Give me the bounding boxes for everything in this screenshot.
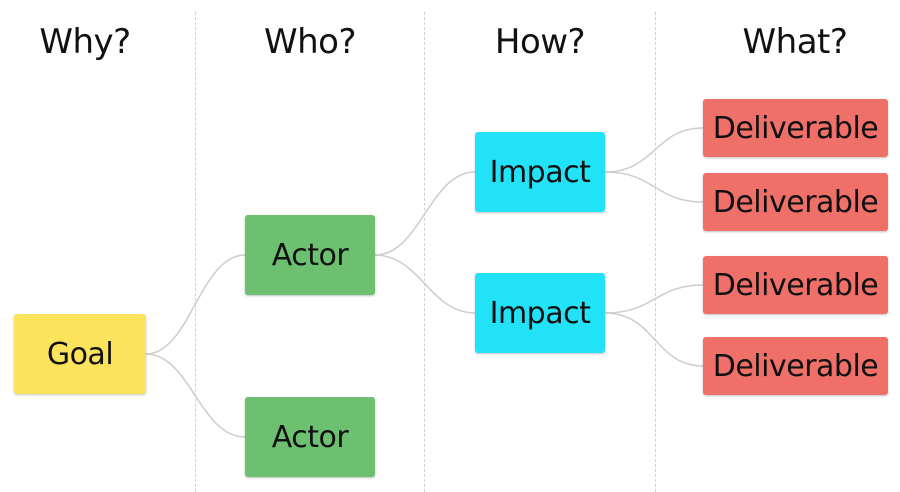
deliverable-node[interactable]: Deliverable	[703, 337, 888, 395]
actor-node[interactable]: Actor	[245, 215, 375, 295]
connector-impact-deliverable-1	[604, 127, 704, 173]
connector-impact-deliverable-3	[604, 284, 704, 314]
connector-actor-impact-2	[374, 254, 476, 314]
connector-goal-actor-2	[145, 353, 246, 438]
column-header-what: What?	[742, 22, 848, 62]
deliverable-node[interactable]: Deliverable	[703, 173, 888, 231]
impact-node[interactable]: Impact	[475, 273, 605, 353]
connector-goal-actor-1	[145, 254, 246, 355]
column-divider	[655, 12, 656, 492]
column-header-how: How?	[494, 22, 586, 62]
deliverable-node[interactable]: Deliverable	[703, 99, 888, 157]
impact-node[interactable]: Impact	[475, 132, 605, 212]
actor-node[interactable]: Actor	[245, 397, 375, 477]
goal-node[interactable]: Goal	[14, 314, 146, 394]
connector-impact-deliverable-4	[604, 312, 704, 367]
deliverable-node[interactable]: Deliverable	[703, 256, 888, 314]
column-header-who: Who?	[263, 22, 357, 62]
connector-impact-deliverable-2	[604, 171, 704, 203]
connector-actor-impact-1	[374, 171, 476, 256]
column-divider	[195, 12, 196, 492]
column-divider	[424, 12, 425, 492]
column-header-why: Why?	[39, 22, 131, 62]
